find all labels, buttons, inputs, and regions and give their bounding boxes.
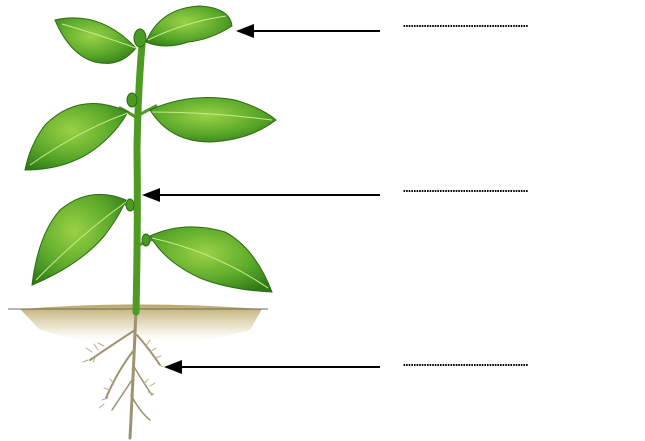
label-blank-shoot-tip[interactable]: ………………………………………… xyxy=(403,16,643,32)
stem xyxy=(118,45,160,312)
label-blank-root[interactable]: ………………………………………… xyxy=(403,355,643,371)
label-blank-stem[interactable]: ………………………………………… xyxy=(403,181,643,197)
arrow-shoot-tip xyxy=(236,24,380,38)
arrow-root xyxy=(164,360,380,374)
arrow-stem xyxy=(142,188,380,202)
leaves xyxy=(25,6,276,292)
